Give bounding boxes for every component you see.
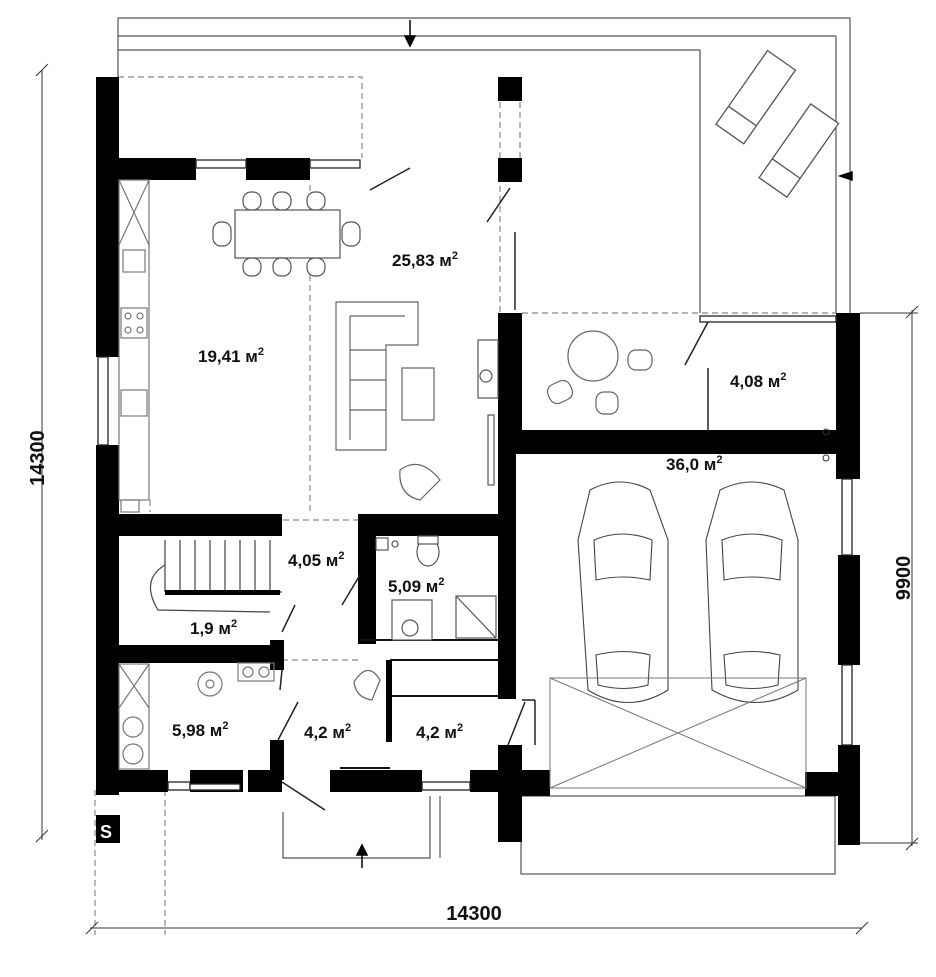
sofa [335, 301, 435, 451]
room-area-label-utility: 4,2 м2 [416, 722, 463, 742]
room-labels: 25,83 м2 19,41 м2 4,08 м2 36,0 м2 4,05 м2 5,0… [172, 250, 787, 742]
stairs [149, 540, 282, 613]
section-mark-label: S [100, 822, 112, 842]
fireplace [477, 339, 499, 486]
car-right [705, 481, 799, 704]
armchair [399, 463, 441, 501]
stair-handrail [165, 590, 280, 595]
boiler-room-equipment [118, 662, 275, 770]
garage-door-swing [549, 677, 807, 789]
dimension-right-label: 9900 [893, 556, 915, 601]
doors [277, 167, 709, 811]
room-area-label-storage-top: 4,08 м2 [730, 371, 787, 391]
room-area-label-kitchen: 19,41 м2 [198, 346, 264, 366]
walls [96, 77, 860, 845]
room-area-label-hall: 4,05 м2 [288, 550, 345, 570]
car-left [577, 481, 669, 704]
section-mark [96, 815, 120, 843]
room-area-label-bathroom: 5,09 м2 [388, 576, 445, 596]
thin-partitions [340, 639, 500, 769]
dimension-left-label: 14300 [27, 430, 49, 486]
vents [822, 428, 830, 462]
room-area-label-garage: 36,0 м2 [666, 454, 723, 474]
room-area-label-vestibule: 4,2 м2 [304, 722, 351, 742]
sun-loungers [715, 49, 840, 199]
dining-table [212, 191, 361, 277]
room-area-label-living: 25,83 м2 [392, 250, 458, 270]
dimension-bottom-label: 14300 [446, 903, 502, 925]
room-area-label-boiler: 5,98 м2 [172, 720, 229, 740]
entrance-arrows [355, 20, 853, 868]
dimension-lines [35, 63, 919, 935]
overhead-dashed-lines [94, 76, 836, 935]
room-area-label-stairs: 1,9 м2 [190, 618, 237, 638]
bathroom-fixtures [375, 535, 497, 641]
kitchen-counter [118, 179, 150, 513]
hall-chair [353, 669, 381, 701]
windows [97, 159, 853, 791]
terrace-table [546, 330, 653, 415]
